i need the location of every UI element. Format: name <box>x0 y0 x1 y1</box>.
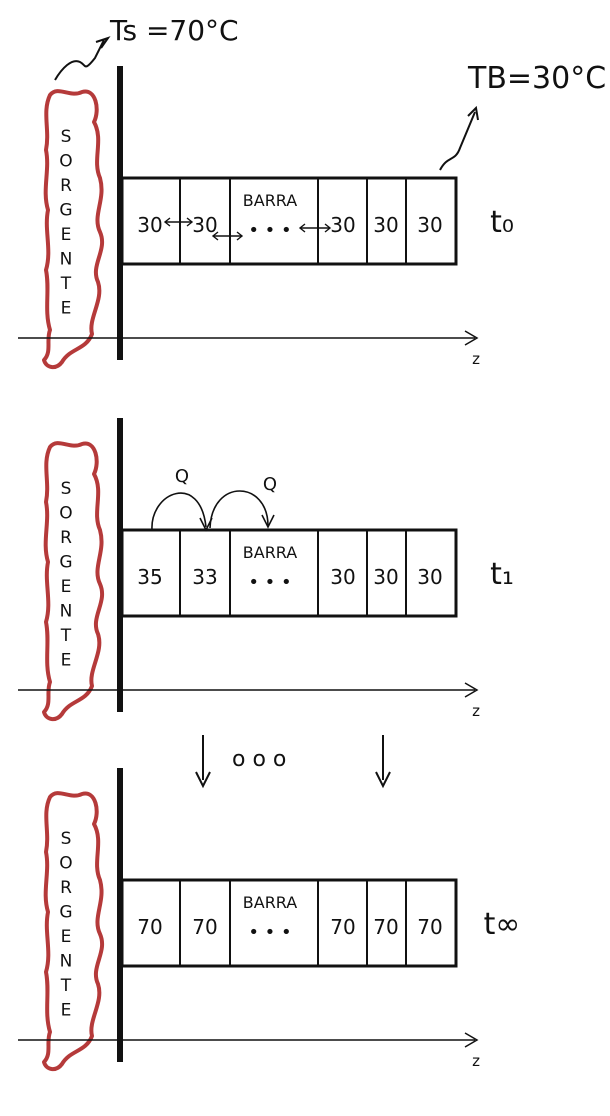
bar-ellipsis: • • • <box>248 220 291 241</box>
source-letter: N <box>60 602 73 622</box>
z-axis-label: z <box>472 1052 480 1070</box>
exchange-arrowhead <box>236 231 244 241</box>
bar-outline <box>120 878 458 968</box>
source-letter: S <box>61 829 72 849</box>
source-letter: T <box>60 626 72 646</box>
z-axis-arrowhead <box>464 330 479 346</box>
cell-value: 30 <box>330 565 355 589</box>
source-letter: G <box>59 201 72 221</box>
source-letter: E <box>61 225 72 245</box>
exchange-arrowhead <box>163 217 171 227</box>
source-letter: N <box>60 250 73 270</box>
source-outline <box>42 89 104 369</box>
time-label: t∞ <box>484 907 521 942</box>
source-letter: E <box>61 577 72 597</box>
source-letter: R <box>60 528 72 548</box>
exchange-arrowhead <box>211 231 219 241</box>
cell-value: 30 <box>417 213 442 237</box>
time-label: t₁ <box>490 557 514 592</box>
transition: o o o <box>195 735 391 789</box>
source-letter: G <box>59 903 72 923</box>
z-axis-arrowhead <box>464 682 479 698</box>
cell-value: 30 <box>373 565 398 589</box>
heat-label: Q <box>263 474 277 495</box>
bar-outline <box>120 528 458 618</box>
down-arrow-left-head <box>195 771 211 789</box>
source-letter: E <box>61 651 72 671</box>
header: Ts =70°C TB=30°C <box>54 14 606 171</box>
source-pointer-squiggle <box>54 39 105 81</box>
source-letter: T <box>60 976 72 996</box>
cell-value: 70 <box>192 915 217 939</box>
source-letter: N <box>60 952 73 972</box>
z-axis-label: z <box>472 702 480 720</box>
heat-flow-arc <box>209 490 269 529</box>
exchange-arrowhead <box>324 223 332 233</box>
source-outline <box>42 441 104 721</box>
z-axis-label: z <box>472 350 480 368</box>
bar-ellipsis: • • • <box>248 922 291 943</box>
cell-value: 70 <box>137 915 162 939</box>
source-letter: O <box>59 854 72 874</box>
source-temperature-label: Ts =70°C <box>109 14 239 47</box>
cell-value: 70 <box>417 915 442 939</box>
bar-label: BARRA <box>243 893 298 912</box>
cell-value: 35 <box>137 565 162 589</box>
cell-value: 33 <box>192 565 217 589</box>
source-pointer-arrowhead <box>95 36 111 49</box>
exchange-arrowhead <box>186 217 194 227</box>
cell-value: 30 <box>330 213 355 237</box>
time-label: t₀ <box>490 205 514 240</box>
source-letter: S <box>61 127 72 147</box>
bar-ellipsis: • • • <box>248 572 291 593</box>
heat-flow-arc <box>151 492 207 531</box>
exchange-arrowhead <box>298 223 306 233</box>
source-letter: T <box>60 274 72 294</box>
bar-label: BARRA <box>243 191 298 210</box>
cell-value: 30 <box>192 213 217 237</box>
cell-value: 30 <box>137 213 162 237</box>
source-outline <box>42 791 104 1071</box>
bar-temperature-label: TB=30°C <box>467 61 606 96</box>
cell-value: 30 <box>417 565 442 589</box>
source-letter: R <box>60 878 72 898</box>
heat-flow-arrowhead <box>261 514 275 529</box>
down-arrow-right-head <box>375 771 391 789</box>
source-letter: R <box>60 176 72 196</box>
cell-value: 70 <box>373 915 398 939</box>
source-letter: S <box>61 479 72 499</box>
source-letter: E <box>61 1001 72 1021</box>
bar-pointer-arrowhead <box>467 105 479 121</box>
bar-label: BARRA <box>243 543 298 562</box>
source-letter: O <box>59 152 72 172</box>
source-letter: E <box>61 299 72 319</box>
source-letter: O <box>59 504 72 524</box>
bar-outline <box>120 176 458 266</box>
z-axis-arrowhead <box>464 1032 479 1048</box>
cell-value: 70 <box>330 915 355 939</box>
source-letter: E <box>61 927 72 947</box>
transition-dots: o o o <box>232 747 286 772</box>
heat-label: Q <box>175 466 189 487</box>
bar-pointer-squiggle <box>439 111 476 171</box>
cell-value: 30 <box>373 213 398 237</box>
source-letter: G <box>59 553 72 573</box>
